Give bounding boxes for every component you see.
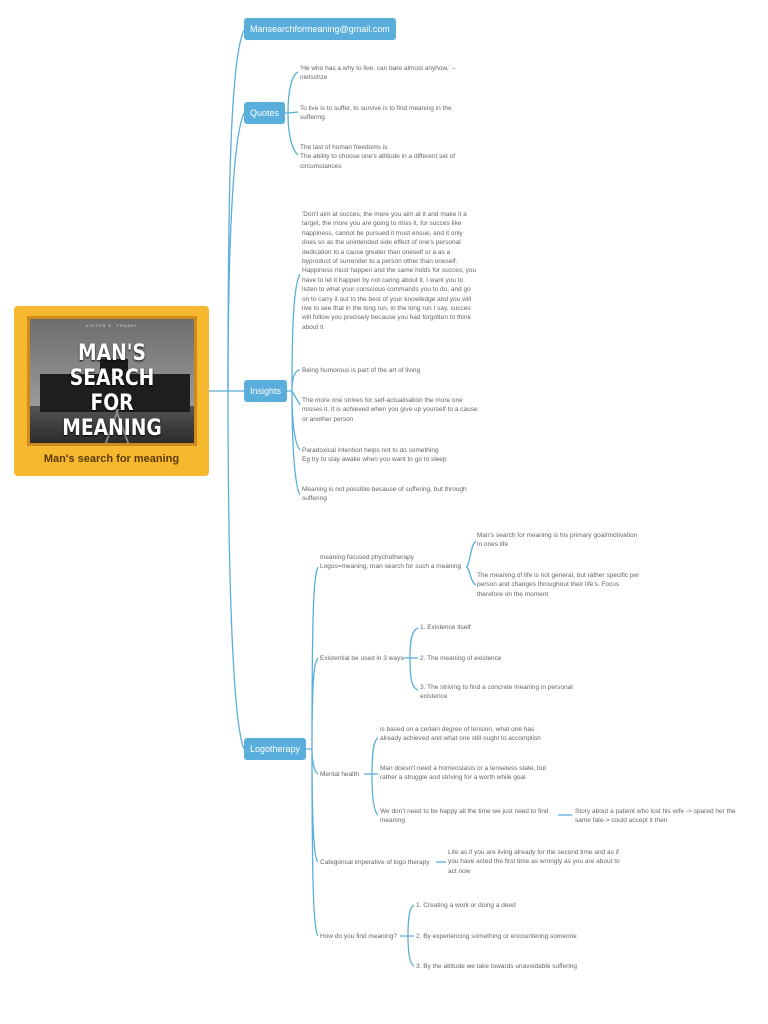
link-existential-brace (403, 627, 419, 691)
logo-how-child[interactable]: 1. Creating a work or doing a deed (416, 902, 516, 909)
link-logotherapy (227, 390, 245, 750)
insight-item[interactable]: Paradoxical intention helps not to do so… (302, 447, 447, 464)
logo-how[interactable]: How do you find meaning? (320, 933, 397, 940)
logo-mental-child[interactable]: We don't need to be happy all the time w… (380, 808, 549, 825)
link-insights-brace (286, 273, 301, 496)
logo-focused-child[interactable]: Man's search for meaning is his primary … (477, 532, 638, 549)
logo-categorical-child[interactable]: Life as if you are living already for th… (448, 849, 620, 875)
logo-how-child[interactable]: 2. By experiencing something or encounte… (416, 933, 577, 940)
link-mental-brace (364, 737, 379, 816)
logo-how-child[interactable]: 3. By the attitude we take towards unavo… (416, 963, 578, 970)
logo-existential-child[interactable]: 1. Existence itself (420, 624, 471, 631)
logo-categorical[interactable]: Categorical imperative of logo therapy (320, 859, 430, 866)
quote-item[interactable]: To live is to suffer, to survive is to f… (300, 105, 452, 122)
link-focused-brace (465, 540, 477, 586)
link-quotes (227, 112, 245, 392)
cover-author-text: VIKTOR E. FRANKL (85, 323, 139, 328)
branch-logotherapy[interactable]: Logotherapy (244, 738, 307, 760)
logo-mental[interactable]: Mental health (320, 771, 360, 778)
cover-building (40, 374, 190, 412)
logo-mental-child[interactable]: Man doesn't need a homeostasis or a tens… (380, 765, 547, 782)
branch-quotes[interactable]: Quotes (244, 102, 286, 124)
logo-existential-child[interactable]: 3. The striving to find a concrete meani… (420, 684, 573, 701)
logo-focused-child[interactable]: The meaning of life is not general, but … (477, 572, 640, 598)
insight-item[interactable]: The more one strives for self-actualisat… (302, 397, 478, 423)
book-cover-image: VIKTOR E. FRANKL MAN'S SEARCH FOR MEANIN… (27, 316, 197, 446)
logo-focused[interactable]: meaning focused phychotherapy Logos=mean… (320, 554, 462, 571)
logo-mental-child[interactable]: is based on a certain degree of tension,… (380, 726, 541, 743)
insight-item[interactable]: 'Don't aim at succes, the more you aim a… (302, 211, 477, 331)
branch-email[interactable]: Mansearchformeaning@gmail.com (244, 18, 396, 40)
branch-insights[interactable]: Insights (244, 380, 288, 402)
link-email (227, 29, 245, 392)
insight-item[interactable]: Being humorous is part of the art of liv… (302, 367, 421, 374)
link-logo-brace (304, 566, 319, 937)
logo-story[interactable]: Story about a patient who lost his wife … (575, 808, 736, 825)
logo-existential-child[interactable]: 2. The meaning of existence (420, 655, 502, 662)
quote-item[interactable]: 'He who has a why to live, can bare almo… (300, 65, 456, 82)
link-how-brace (400, 904, 415, 967)
quote-item[interactable]: The last of human freedoms is The abilit… (300, 144, 456, 170)
logo-existential[interactable]: Existential be used in 3 ways (320, 655, 404, 662)
insight-item[interactable]: Meaning is not possible because of suffe… (302, 486, 467, 503)
central-topic[interactable]: VIKTOR E. FRANKL MAN'S SEARCH FOR MEANIN… (14, 306, 209, 476)
central-topic-label: Man's search for meaning (43, 453, 180, 465)
cover-title: MAN'S SEARCH FOR MEANING (62, 341, 162, 441)
